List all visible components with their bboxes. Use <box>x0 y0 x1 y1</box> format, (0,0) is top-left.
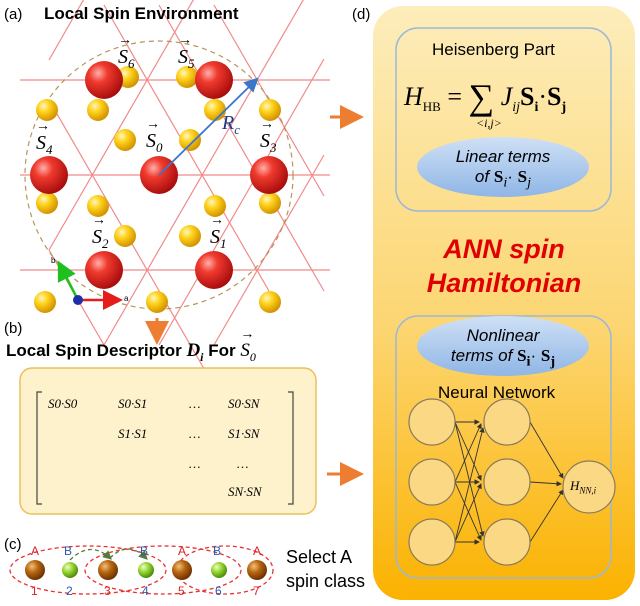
linear-terms-text: Linear terms of Si· Sj <box>455 147 551 191</box>
panel-a-label: (a) <box>4 6 23 23</box>
hb-sum-index: <i,j> <box>476 116 502 130</box>
axis-a-label: a <box>124 294 129 303</box>
matrix-cell-23: … <box>236 456 249 471</box>
red-atoms <box>30 61 288 289</box>
matrix-cell-00: S0·S0 <box>48 396 78 411</box>
class-label-5: A <box>178 544 187 558</box>
atom-number-5: 5 <box>178 584 185 598</box>
select-class-text: Select A spin class <box>286 547 366 591</box>
descriptor-box <box>19 367 317 515</box>
nonlinear-terms-text: Nonlinear terms of Si· Sj <box>450 326 556 370</box>
heisenberg-title: Heisenberg Part <box>432 40 555 59</box>
nonlinear-terms-ellipse <box>417 316 589 376</box>
chain-atoms <box>25 560 267 580</box>
lattice-axes <box>57 260 123 310</box>
rc-arrow <box>158 77 259 176</box>
spin-label-s3: S3 <box>260 117 277 156</box>
matrix-cell-33: SN·SN <box>228 484 262 499</box>
hb-formula: HHB = ∑ JijSi·Sj <box>404 77 567 117</box>
lattice-lines <box>20 0 330 387</box>
yellow-atoms <box>34 66 281 313</box>
matrix-cell-02: … <box>188 396 201 411</box>
neural-box <box>395 315 612 579</box>
atom-number-4: 4 <box>142 584 149 598</box>
matrix-cell-12: … <box>188 426 201 441</box>
panel-c-label: (c) <box>4 536 22 553</box>
class-label-4: B <box>140 544 149 558</box>
rc-label: Rc <box>222 112 240 137</box>
atom-number-3: 3 <box>104 584 111 598</box>
matrix-cell-22: … <box>188 456 201 471</box>
spin-label-s0: S0 <box>146 117 163 156</box>
nn-output-label: HNN,i <box>570 478 597 496</box>
class-label-1: A <box>31 544 40 558</box>
matrix-cell-03: S0·SN <box>228 396 260 411</box>
spin-label-s1: S1 <box>210 213 227 252</box>
matrix-brackets <box>36 391 294 505</box>
atom-number-2: 2 <box>66 584 73 598</box>
spin-label-s2: S2 <box>92 213 109 252</box>
panel-d-label: (d) <box>352 6 371 23</box>
matrix-cell-01: S0·S1 <box>118 396 148 411</box>
axis-b-label: b <box>51 256 56 265</box>
linear-terms-ellipse <box>417 137 589 197</box>
class-label-2: B <box>64 544 73 558</box>
chain-dashed-arrows <box>69 548 148 561</box>
heisenberg-box <box>395 27 612 212</box>
panel-a-title: Local Spin Environment <box>44 4 239 23</box>
class-label-6: B <box>213 544 222 558</box>
nn-nodes <box>408 398 616 566</box>
class-label-7: A <box>253 544 262 558</box>
ann-title: ANN spin Hamiltonian <box>426 234 582 298</box>
atom-number-1: 1 <box>31 584 38 598</box>
atom-number-7: 7 <box>253 584 260 598</box>
panel-b-label: (b) <box>4 320 23 337</box>
spin-label-s6: S6 <box>118 33 135 72</box>
atom-number-6: 6 <box>215 584 222 598</box>
spin-label-s4: S4 <box>36 119 53 158</box>
nn-edges <box>454 419 564 545</box>
matrix-cell-11: S1·S1 <box>118 426 148 441</box>
panel-b-title: Local Spin Descriptor Di For S0 <box>6 327 256 365</box>
nn-title: Neural Network <box>438 383 556 402</box>
matrix-cell-13: S1·SN <box>228 426 260 441</box>
spin-label-s5: S5 <box>178 33 195 72</box>
